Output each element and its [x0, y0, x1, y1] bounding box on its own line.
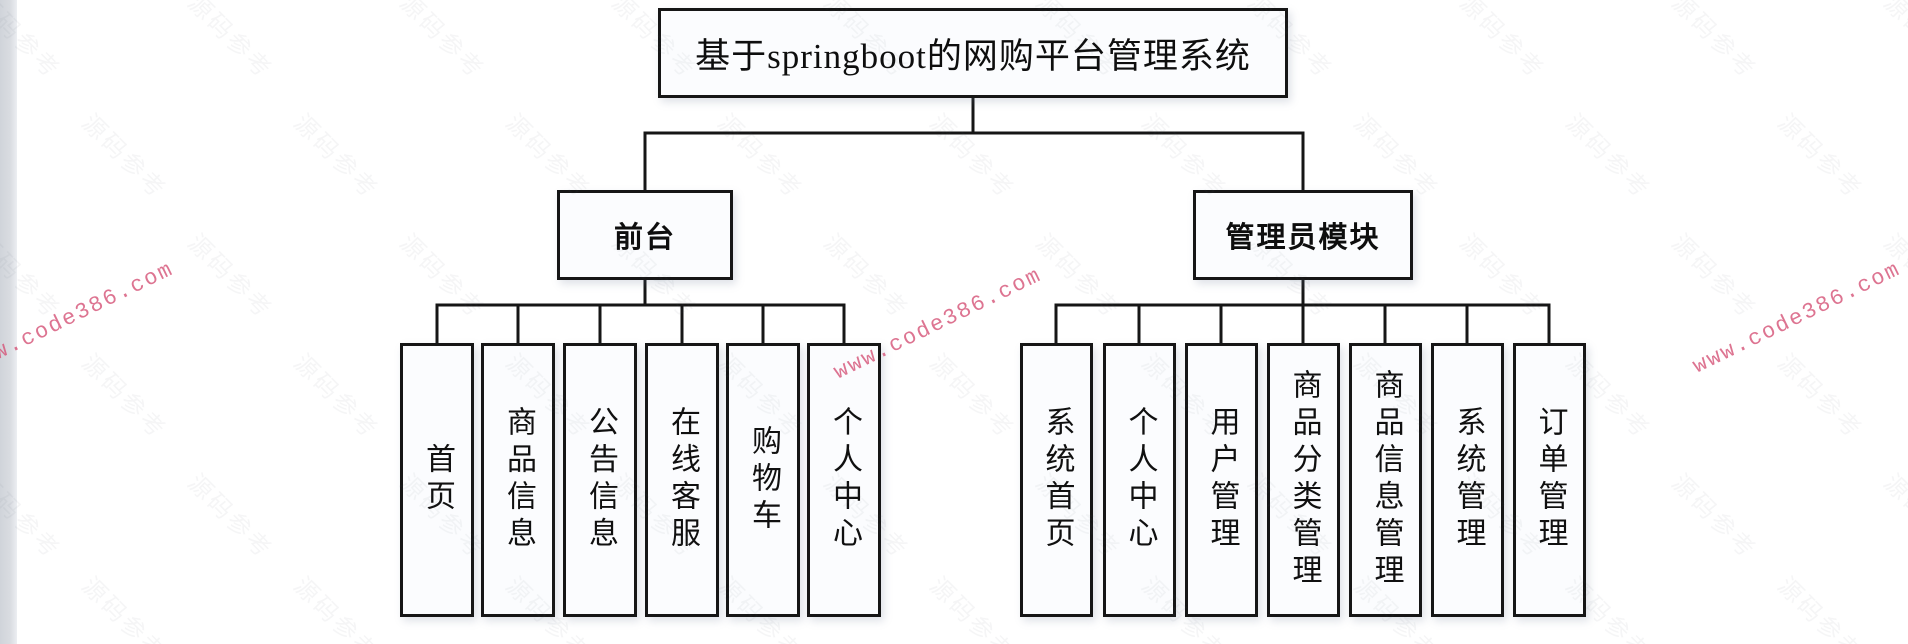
left-edge-strip: [0, 0, 17, 644]
leaf-node-label: 商品信息: [502, 406, 535, 554]
leaf-node-1-4: 商品信息管理: [1349, 343, 1422, 617]
leaf-node-label: 个人中心: [828, 406, 861, 554]
leaf-node-0-3: 在线客服: [645, 343, 719, 617]
leaf-node-label: 个人中心: [1123, 406, 1157, 554]
branch-node-label: 管理员模块: [1225, 222, 1381, 254]
leaf-node-1-0: 系统首页: [1020, 343, 1093, 617]
leaf-node-label: 系统管理: [1451, 406, 1485, 554]
leaf-node-0-5: 个人中心: [807, 343, 881, 617]
leaf-node-label: 订单管理: [1533, 406, 1567, 554]
branch-node-0: 前台: [557, 190, 733, 280]
root-node-title: 基于springboot的网购平台管理系统: [658, 8, 1288, 98]
leaf-node-1-5: 系统管理: [1431, 343, 1504, 617]
leaf-node-0-2: 公告信息: [563, 343, 637, 617]
leaf-node-label: 系统首页: [1040, 406, 1074, 554]
leaf-node-1-1: 个人中心: [1103, 343, 1176, 617]
branch-node-label: 前台: [613, 222, 676, 254]
leaf-node-label: 公告信息: [584, 406, 617, 554]
root-node-label: 基于springboot的网购平台管理系统: [695, 36, 1251, 76]
leaf-node-label: 商品分类管理: [1287, 369, 1321, 591]
leaf-node-1-3: 商品分类管理: [1267, 343, 1340, 617]
leaf-node-1-6: 订单管理: [1513, 343, 1586, 617]
leaf-node-label: 购物车: [747, 424, 780, 536]
leaf-node-label: 在线客服: [666, 406, 699, 554]
branch-node-1: 管理员模块: [1193, 190, 1413, 280]
leaf-node-0-0: 首页: [400, 343, 474, 617]
leaf-node-label: 用户管理: [1205, 406, 1239, 554]
leaf-node-label: 商品信息管理: [1369, 369, 1403, 591]
leaf-node-1-2: 用户管理: [1185, 343, 1258, 617]
leaf-node-0-1: 商品信息: [481, 343, 555, 617]
leaf-node-label: 首页: [421, 443, 454, 517]
leaf-node-0-4: 购物车: [726, 343, 800, 617]
